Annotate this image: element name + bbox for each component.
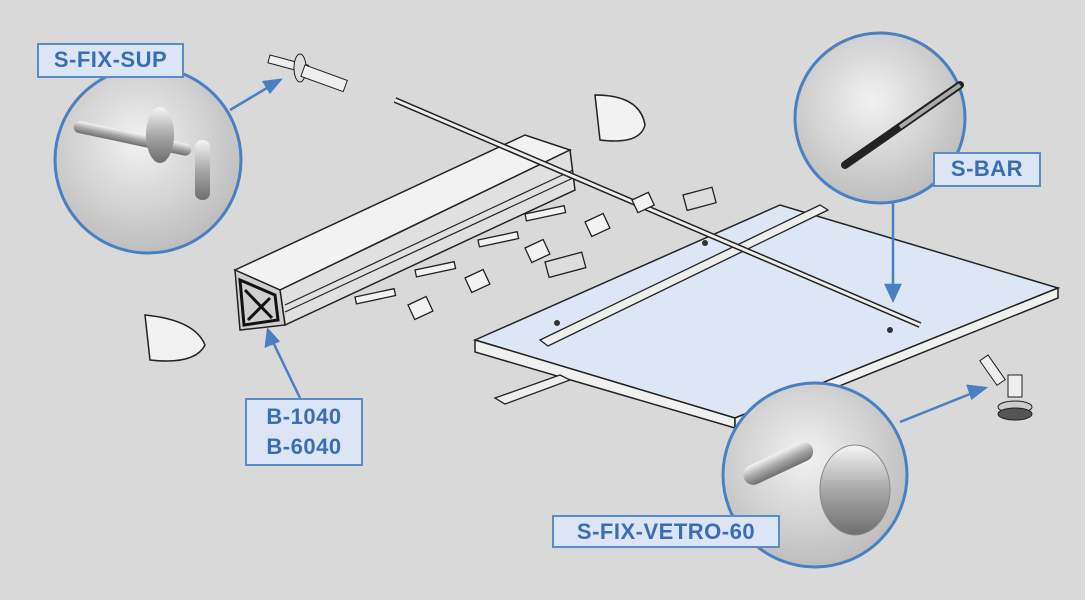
label-b-6040: B-6040: [266, 434, 342, 459]
label-b-1040-b-6040: B-1040 B-6040: [245, 398, 363, 466]
s-fix-sup-drawing: [267, 53, 348, 93]
profile-b-1040: [233, 134, 576, 331]
label-s-bar: S-BAR: [933, 152, 1041, 187]
photo-s-fix-sup: [53, 65, 243, 255]
glass-shelf: [472, 204, 1061, 430]
end-cap-right: [594, 94, 646, 142]
photo-s-bar: [793, 31, 967, 205]
label-s-fix-sup: S-FIX-SUP: [37, 43, 184, 78]
screws-and-plugs: [354, 186, 717, 321]
rod-s-bar: [393, 97, 922, 328]
s-fix-vetro-drawing: [979, 354, 1033, 421]
label-b-1040: B-1040: [266, 404, 342, 429]
label-s-fix-vetro-60: S-FIX-VETRO-60: [552, 515, 780, 548]
end-cap-left: [144, 314, 206, 362]
callout-arrows: [229, 78, 989, 424]
